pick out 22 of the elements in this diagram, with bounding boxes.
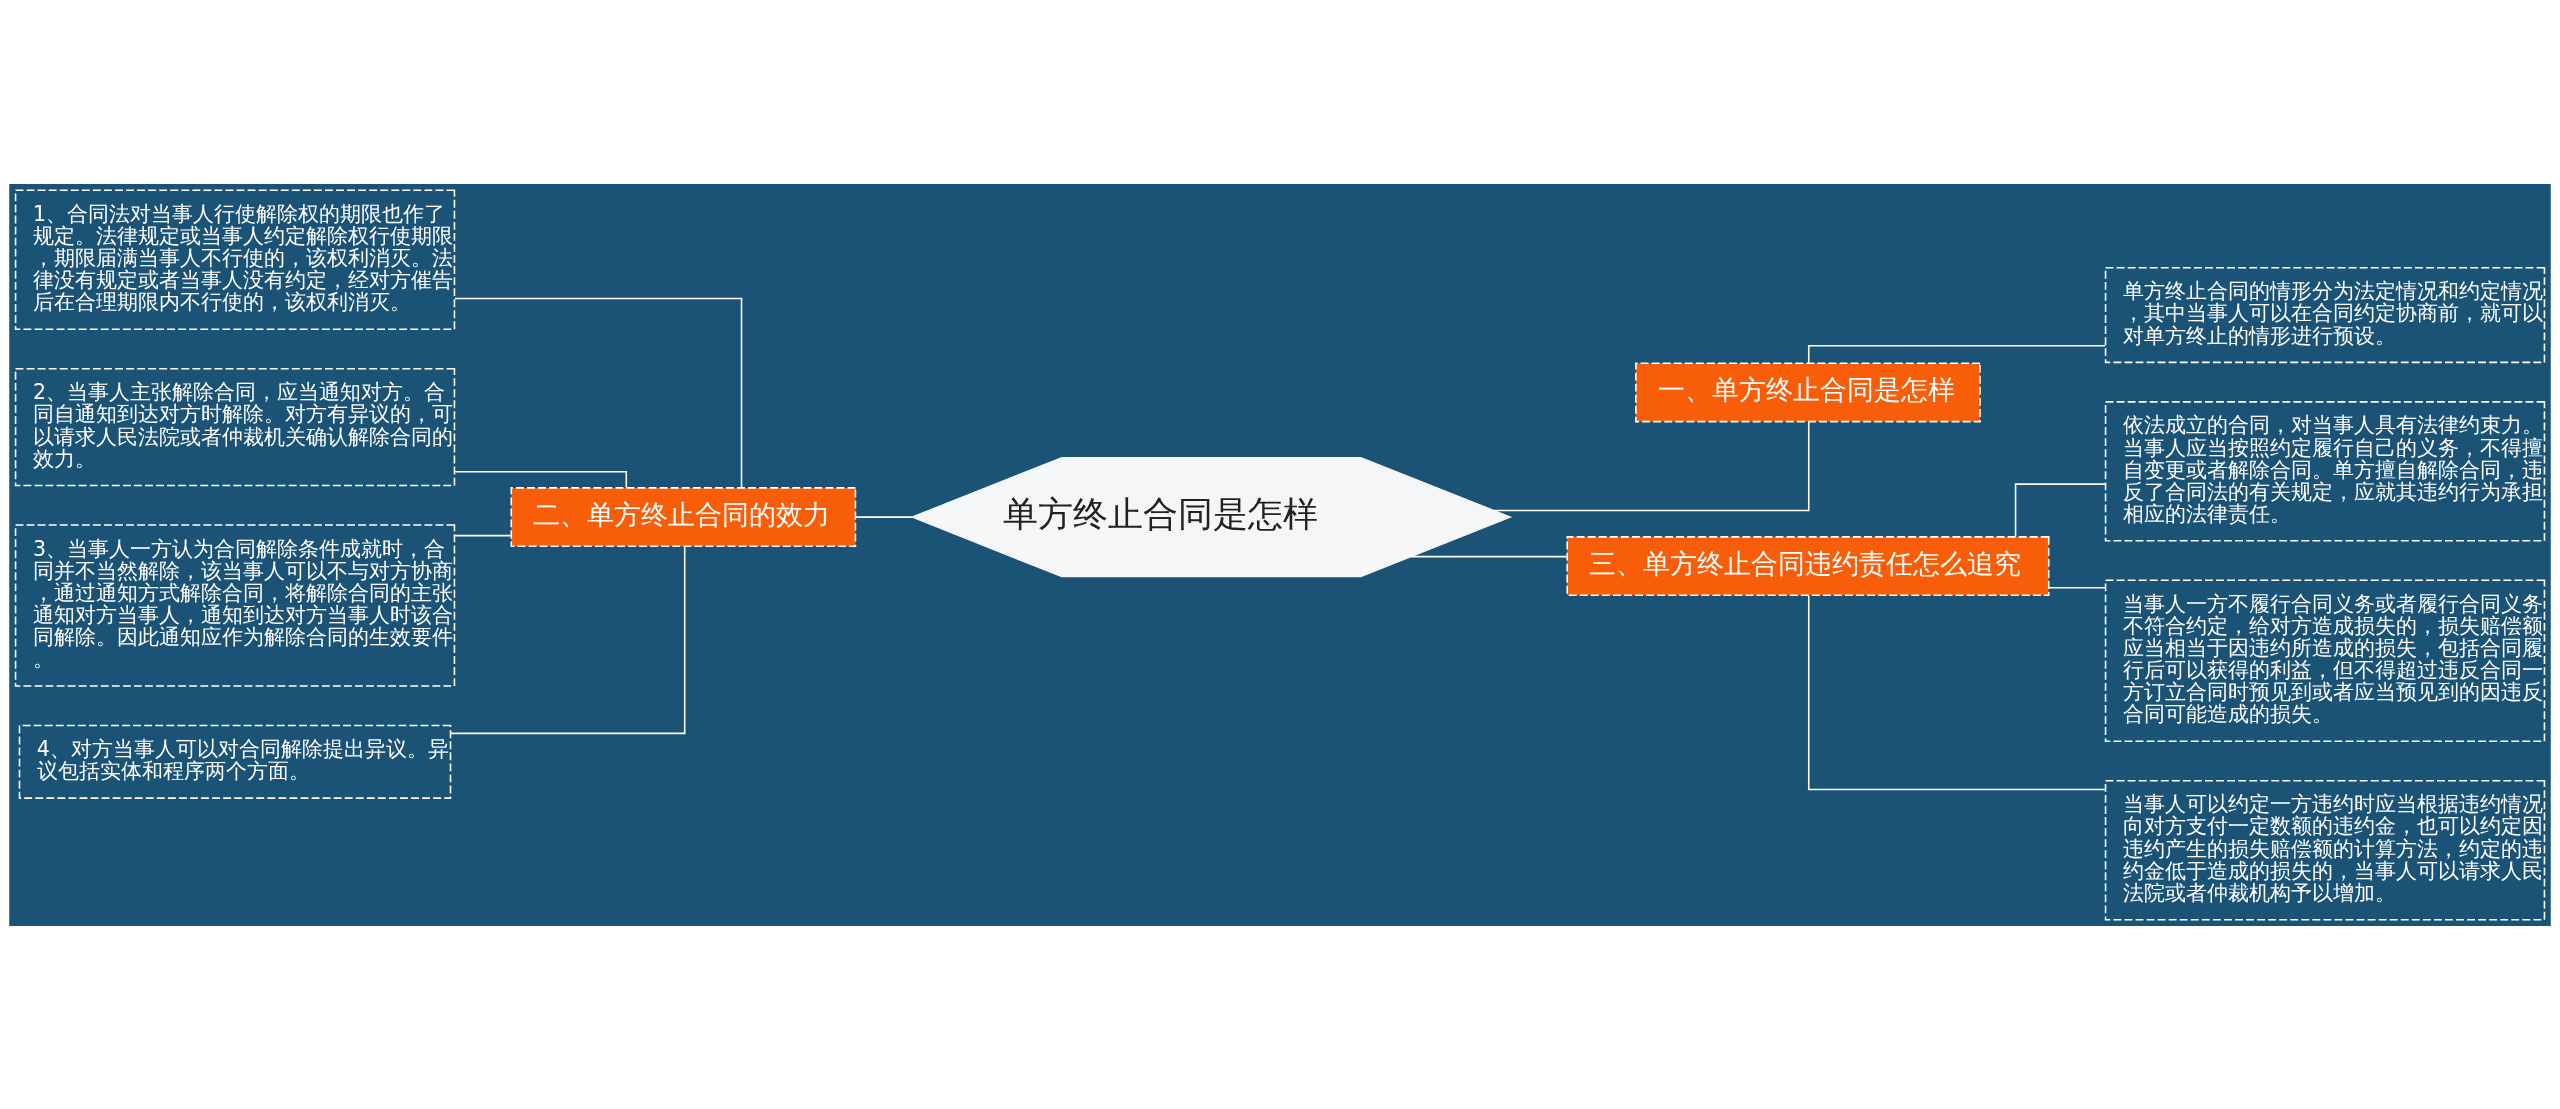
node-box: 单方终止合同的情形分为法定情况和约定情况，其中当事人可以在合同约定协商前，就可以对单方终止的情形进行预设。 — [2104, 266, 2546, 363]
node-box: 二、单方终止合同的效力 — [510, 486, 857, 547]
connector — [453, 534, 512, 536]
connector — [854, 515, 913, 518]
node-box: 3、当事人一方认为合同解除条件成就时，合同并不当然解除，该当事人可以不与对方协商，通过通知方式解除合同，将解除合同的主张通知对方当事人，通知到达对方当事人时该合同解除。因此通知应作为解除合同的生效要件。 — [14, 523, 456, 687]
node-box: 1、合同法对当事人行使解除权的期限也作了规定。法律规定或当事人约定解除权行使期限，期限届满当事人不行使的，该权利消灭。法律没有规定或者当事人没有约定，经对方催告后在合理期限内不行使的，该权利消灭。 — [14, 189, 456, 330]
node-box: 2、当事人主张解除合同，应当通知对方。合同自通知到达对方时解除。对方有异议的，可以请求人民法院或者仲裁机关确认解除合同的效力。 — [14, 367, 456, 486]
connector — [449, 545, 686, 734]
connector — [1807, 594, 2107, 790]
connector — [1410, 555, 1568, 557]
node-box: 一、单方终止合同是怎样 — [1635, 361, 1981, 422]
node-box: 依法成立的合同，对当事人具有法律约束力。当事人应当按照约定履行自己的义务，不得擅自变更或者解除合同。单方擅自解除合同，违反了合同法的有关规定，应就其违约行为承担相应的法律责任。 — [2104, 400, 2546, 542]
connector — [454, 297, 743, 488]
connector — [453, 470, 628, 488]
connector — [1493, 420, 1810, 511]
node-box: 当事人可以约定一方违约时应当根据违约情况向对方支付一定数额的违约金，也可以约定因违约产生的损失赔偿额的计算方法，约定的违约金低于造成的损失的，当事人可以请求人民法院或者仲裁机构予以增加。 — [2104, 779, 2546, 920]
connector — [2048, 586, 2106, 589]
connector — [2014, 482, 2107, 537]
node-box: 当事人一方不履行合同义务或者履行合同义务不符合约定，给对方造成损失的，损失赔偿额应当相当于因违约所造成的损失，包括合同履行后可以获得的利益，但不得超过违反合同一方订立合同时预见到或者应当预见到的因违反合同可能造成的损失。 — [2104, 578, 2546, 742]
node-box: 4、对方当事人可以对合同解除提出异议。异议包括实体和程序两个方面。 — [18, 724, 452, 799]
connector — [1807, 344, 2107, 364]
node-box: 三、单方终止合同违约责任怎么追究 — [1566, 535, 2050, 596]
